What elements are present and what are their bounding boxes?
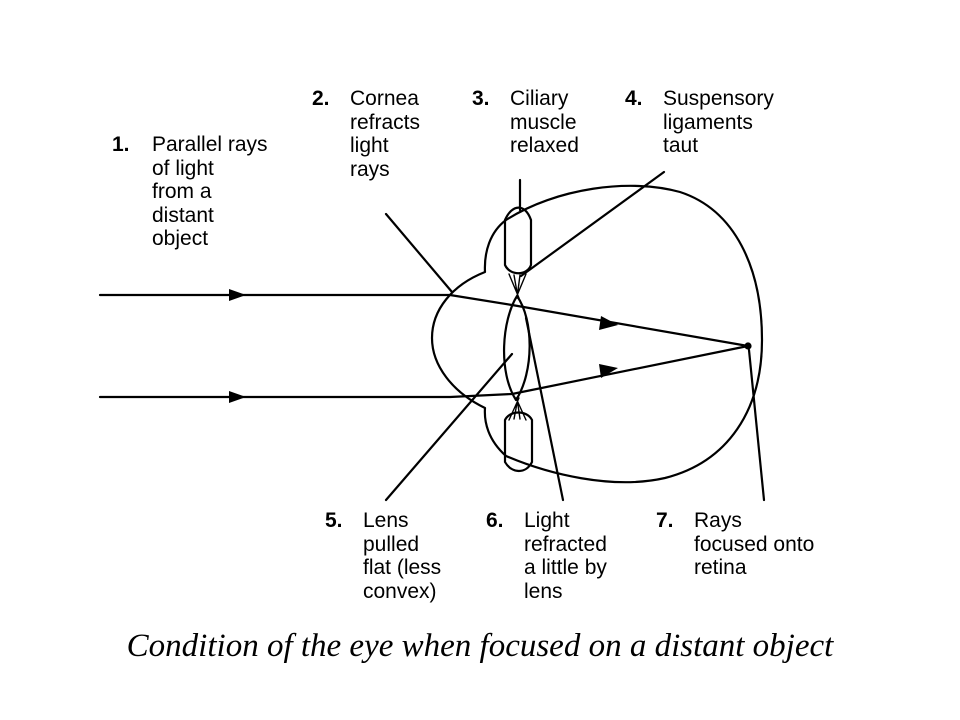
label-number: 3.: [472, 87, 490, 110]
arrowhead-icon: [599, 364, 618, 378]
label-text: Cornea refracts light rays: [350, 87, 421, 181]
figure-caption: Condition of the eye when focused on a d…: [126, 628, 834, 664]
lens: [502, 294, 531, 402]
label-number: 4.: [625, 87, 643, 110]
label-text: Rays focused onto retina: [694, 509, 815, 579]
leader-line-cornea: [384, 212, 454, 294]
arrowhead-icon: [229, 289, 246, 301]
arrowhead-icon: [229, 391, 246, 403]
label-number: 5.: [325, 509, 343, 532]
label-number: 6.: [486, 509, 504, 532]
label-number: 1.: [112, 133, 130, 156]
leader-line-light-refracted: [524, 316, 565, 502]
label-number: 7.: [656, 509, 674, 532]
label-text: Lens pulled flat (less convex): [363, 509, 442, 603]
upper-suspensory-ligaments: [508, 273, 527, 299]
label-text: Ciliary muscle relaxed: [510, 87, 579, 157]
lower-light-ray: [98, 344, 750, 399]
label-number: 2.: [312, 87, 330, 110]
arrowhead-icon: [599, 316, 618, 330]
leader-line-lens: [384, 352, 514, 502]
label-text: Parallel rays of light from a distant ob…: [152, 133, 268, 250]
label-text: Light refracted a little by lens: [524, 509, 607, 603]
upper-light-ray: [98, 293, 750, 348]
leader-line-retina: [747, 348, 766, 502]
leader-line-suspensory-ligaments: [519, 170, 666, 278]
label-text: Suspensory ligaments taut: [663, 87, 774, 157]
lower-ciliary-body: [503, 411, 534, 473]
eyeball-outline: [430, 184, 764, 484]
lower-suspensory-ligaments: [508, 397, 527, 421]
upper-ciliary-body: [503, 206, 533, 275]
focal-point: [744, 342, 752, 350]
